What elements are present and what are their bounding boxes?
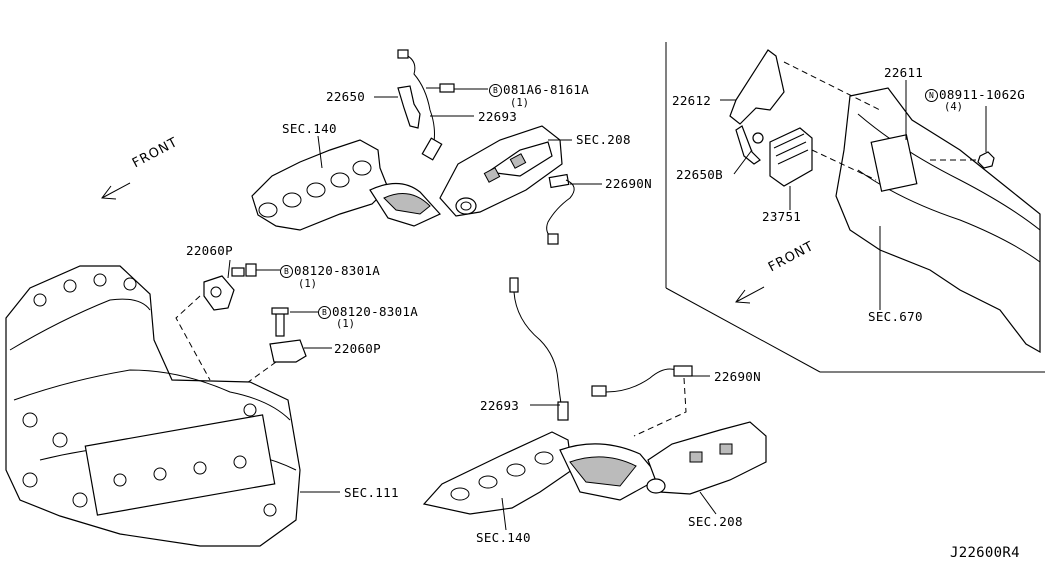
- leader-lines: [227, 80, 987, 531]
- oxygen-sensor-22693-upper: [397, 49, 443, 161]
- bolt-symbol-icon: B: [280, 265, 293, 278]
- body-panel-sec670: [835, 87, 1041, 354]
- part-label-22611: 22611: [884, 65, 924, 80]
- leader-dashed: [175, 295, 211, 381]
- exhaust-manifold-lower: [422, 431, 661, 515]
- front-arrow-icon: [735, 286, 765, 304]
- leader-dashed: [633, 377, 687, 437]
- leader-dashed: [783, 61, 881, 111]
- bolt-symbol-icon: B: [489, 84, 502, 97]
- fastener-code: 08911-1062G: [939, 87, 1026, 102]
- ecm-bracket-22612: [729, 49, 785, 165]
- part-label-22650B: 22650B: [676, 167, 723, 182]
- bolt-symbol-icon: B: [318, 306, 331, 319]
- sensor-bracket-22650: [397, 85, 421, 129]
- part-label-22693: 22693: [480, 398, 520, 413]
- fastener-qty: (1): [510, 97, 529, 109]
- part-label-22612: 22612: [672, 93, 712, 108]
- ecm-23751: [769, 127, 813, 187]
- oxygen-sensor-22690N-lower: [591, 365, 693, 397]
- fastener-code: 08120-8301A: [294, 263, 381, 278]
- leader-dashed: [811, 149, 877, 181]
- section-label-sec208: SEC.208: [576, 132, 631, 147]
- part-label-23751: 23751: [762, 209, 802, 224]
- part-label-22690N: 22690N: [605, 176, 652, 191]
- fastener-qty: (4): [944, 101, 963, 113]
- section-label-sec208: SEC.208: [688, 514, 743, 529]
- knock-sensor-22060P-lower: [269, 307, 307, 363]
- section-label-sec140: SEC.140: [282, 121, 337, 136]
- fastener-code: 08120-8301A: [332, 304, 419, 319]
- diagram-code: J22600R4: [950, 545, 1020, 561]
- section-label-sec111: SEC.111: [344, 485, 399, 500]
- front-arrow-icon: [101, 182, 131, 200]
- fastener-code: 081A6-8161A: [503, 82, 590, 97]
- part-label-22060P: 22060P: [186, 243, 233, 258]
- oxygen-sensor-22693-lower: [509, 277, 569, 421]
- part-label-22693: 22693: [478, 109, 518, 124]
- oxygen-sensor-22690N-upper: [546, 173, 575, 245]
- nut-08911: [977, 151, 995, 169]
- nut-22650B: [752, 132, 764, 144]
- part-label-22060P: 22060P: [334, 341, 381, 356]
- fastener-qty: (1): [336, 318, 355, 330]
- part-label-22690N: 22690N: [714, 369, 761, 384]
- knock-sensor-22060P-upper: [203, 263, 257, 311]
- section-label-sec670: SEC.670: [868, 309, 923, 324]
- fastener-qty: (1): [298, 278, 317, 290]
- exhaust-manifold-upper: [251, 139, 441, 231]
- nut-symbol-icon: N: [925, 89, 938, 102]
- bolt-081A6: [426, 83, 455, 93]
- catalytic-converter-lower: [646, 421, 767, 495]
- part-label-22650: 22650: [326, 89, 366, 104]
- inset-frame: [665, 42, 1045, 373]
- section-label-sec140: SEC.140: [476, 530, 531, 545]
- engine-block-sec111: [5, 265, 301, 547]
- catalytic-converter-upper: [439, 125, 563, 217]
